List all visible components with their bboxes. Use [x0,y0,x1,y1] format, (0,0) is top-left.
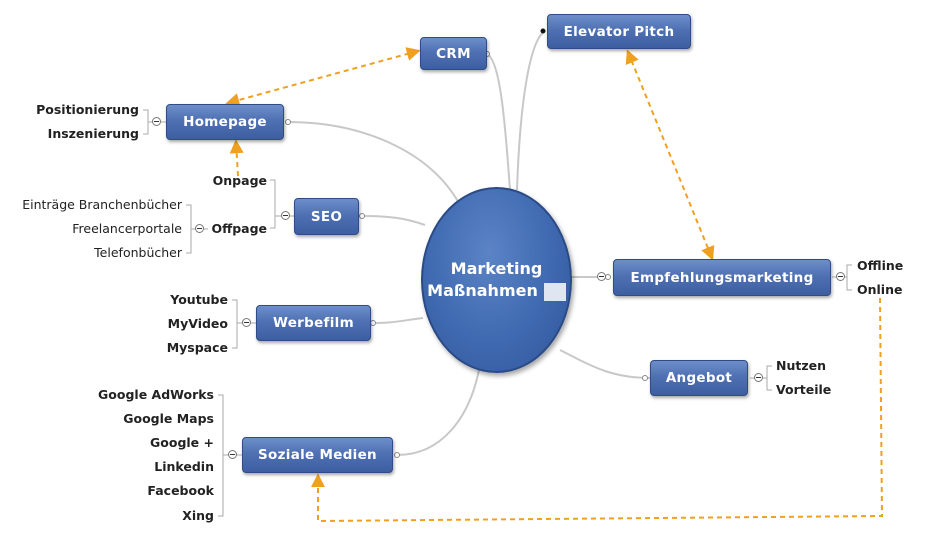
arrow-crm-homepage [225,47,421,107]
connector-angebot [559,349,651,379]
leaf-online[interactable]: Online [857,282,903,297]
leaf-google-maps[interactable]: Google Maps [123,411,214,426]
connector-elevator [516,30,546,191]
leaf-myvideo[interactable]: MyVideo [167,316,228,331]
collapse-empfehlung-toggle[interactable] [836,272,845,281]
node-crm[interactable]: CRM [420,37,487,70]
node-werbefilm[interactable]: Werbefilm [256,305,371,341]
node-soziale-medien[interactable]: Soziale Medien [242,437,393,473]
leaf-onpage[interactable]: Onpage [212,173,267,188]
highlight-marker [543,282,566,301]
leaf-google-adworks[interactable]: Google AdWorks [98,387,214,402]
leaf-telefonbuecher[interactable]: Telefonbücher [94,245,182,260]
connector-homepage [287,121,461,206]
collapse-seo-toggle[interactable] [281,211,290,220]
connector-crm [486,53,511,191]
connector-werbefilm [372,317,424,324]
arrow-seo-homepage [229,139,244,177]
collapse-werbefilm-toggle[interactable] [242,318,251,327]
leaf-xing[interactable]: Xing [182,508,214,523]
collapse-center-toggle[interactable] [597,272,606,281]
node-empfehlungsmarketing[interactable]: Empfehlungsmarketing [613,259,831,296]
leaf-offline[interactable]: Offline [857,258,904,273]
node-homepage[interactable]: Homepage [166,104,284,140]
leaf-facebook[interactable]: Facebook [147,483,214,498]
leaf-inszenierung[interactable]: Inszenierung [47,126,139,141]
leaf-vorteile[interactable]: Vorteile [776,382,832,397]
leaf-eintraege-branchenbuecher[interactable]: Einträge Branchenbücher [22,197,182,212]
connector-seo [361,215,426,226]
node-seo[interactable]: SEO [294,198,359,235]
arrow-elevator-empfehlung [625,49,715,261]
collapse-soziale-toggle[interactable] [228,450,237,459]
arrow-online-soziale [311,297,884,523]
collapse-offpage-toggle[interactable] [195,224,204,233]
center-title-line2: Maßnahmen [427,281,538,300]
leaf-freelancerportale[interactable]: Freelancerportale [72,221,182,236]
node-elevator-pitch[interactable]: Elevator Pitch [547,14,691,49]
leaf-nutzen[interactable]: Nutzen [776,358,826,373]
leaf-linkedin[interactable]: Linkedin [154,459,214,474]
connector-soziale [396,364,481,456]
leaf-offpage[interactable]: Offpage [211,221,267,236]
collapse-homepage-toggle[interactable] [152,117,161,126]
leaf-google-plus[interactable]: Google + [150,435,214,450]
center-title-line1: Marketing [450,259,543,278]
leaf-positionierung[interactable]: Positionierung [36,102,139,117]
node-angebot[interactable]: Angebot [650,360,748,396]
leaf-myspace[interactable]: Myspace [166,340,228,355]
center-node[interactable]: Marketing Maßnahmen [421,187,572,373]
collapse-angebot-toggle[interactable] [754,373,763,382]
leaf-youtube[interactable]: Youtube [170,292,228,307]
